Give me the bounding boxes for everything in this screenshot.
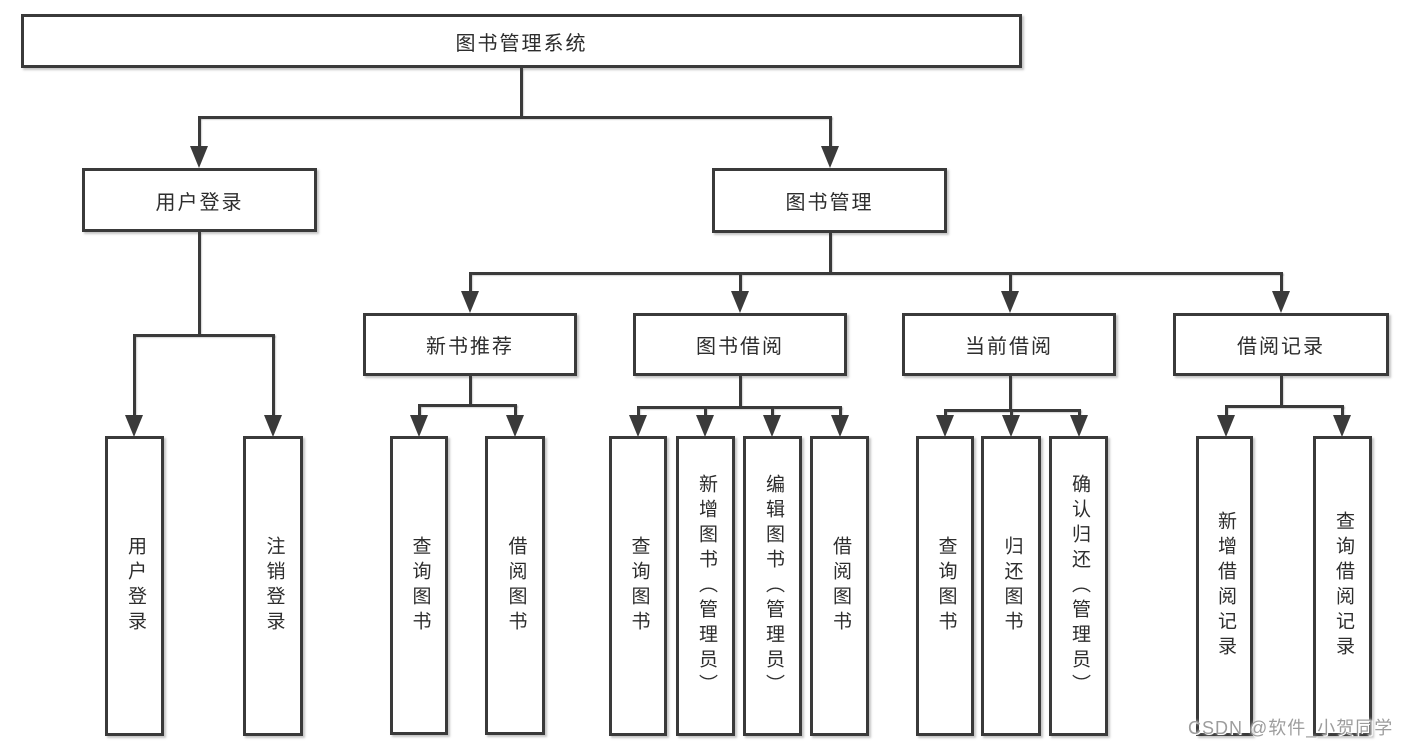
leaf-query-books-a: 查询图书 xyxy=(390,436,448,735)
arrow-down-icon xyxy=(1001,291,1019,313)
connector-arrow-shaft xyxy=(271,335,275,421)
leaf-query-books-b-label: 查询图书 xyxy=(628,536,650,636)
leaf-add-borrow-record: 新增借阅记录 xyxy=(1196,436,1253,736)
connector-arrow-shaft xyxy=(636,407,640,421)
arrow-down-icon xyxy=(264,415,282,437)
connector-line xyxy=(1008,376,1012,410)
connector-arrow-shaft xyxy=(828,117,832,152)
connector-line xyxy=(1279,376,1283,406)
arrow-down-icon xyxy=(696,415,714,437)
leaf-logout-login-label: 注销登录 xyxy=(263,536,285,636)
arrow-down-icon xyxy=(125,415,143,437)
node-book-management-label: 图书管理 xyxy=(785,192,874,214)
leaf-return-books-label: 归还图书 xyxy=(1001,536,1023,636)
node-borrow-records-label: 借阅记录 xyxy=(1237,336,1325,358)
leaf-edit-books-label: 编辑图书（管理员） xyxy=(762,473,784,699)
leaf-query-books-c: 查询图书 xyxy=(916,436,974,736)
arrow-down-icon xyxy=(763,415,781,437)
leaf-query-books-a-label: 查询图书 xyxy=(409,535,431,636)
arrow-down-icon xyxy=(831,415,849,437)
connector-line xyxy=(1224,404,1344,408)
leaf-add-books-label: 新增图书（管理员） xyxy=(695,473,717,699)
leaf-borrow-books-b-label: 借阅图书 xyxy=(829,536,851,636)
leaf-query-borrow-record: 查询借阅记录 xyxy=(1313,436,1372,736)
node-user-login-label: 用户登录 xyxy=(155,191,244,214)
node-book-borrow-label: 图书借阅 xyxy=(696,336,784,358)
arrow-down-icon xyxy=(936,415,954,437)
node-root-label: 图书管理系统 xyxy=(455,32,588,55)
connector-line xyxy=(738,376,742,407)
leaf-add-books: 新增图书（管理员） xyxy=(676,436,735,736)
node-new-book-recommend: 新书推荐 xyxy=(363,313,577,376)
csdn-watermark: CSDN @软件_小贺同学 xyxy=(1188,718,1394,738)
connector-arrow-shaft xyxy=(738,273,742,297)
leaf-query-borrow-record-label: 查询借阅记录 xyxy=(1332,511,1354,661)
connector-arrow-shaft xyxy=(1008,273,1012,297)
connector-line xyxy=(468,271,1283,275)
arrow-down-icon xyxy=(731,291,749,313)
connector-arrow-shaft xyxy=(838,407,842,421)
arrow-down-icon xyxy=(629,415,647,437)
arrow-down-icon xyxy=(410,415,428,437)
arrow-down-icon xyxy=(506,415,524,437)
node-book-borrow: 图书借阅 xyxy=(633,313,847,376)
leaf-return-books: 归还图书 xyxy=(981,436,1041,736)
connector-line xyxy=(417,403,517,407)
leaf-borrow-books-a: 借阅图书 xyxy=(485,436,545,735)
connector-line xyxy=(468,376,472,405)
leaf-add-borrow-record-label: 新增借阅记录 xyxy=(1214,511,1236,661)
connector-arrow-shaft xyxy=(1279,273,1283,297)
leaf-edit-books: 编辑图书（管理员） xyxy=(743,436,802,736)
connector-arrow-shaft xyxy=(513,405,517,421)
arrow-down-icon xyxy=(1333,415,1351,437)
connector-arrow-shaft xyxy=(468,273,472,297)
node-new-book-recommend-label: 新书推荐 xyxy=(426,336,514,358)
arrow-down-icon xyxy=(190,146,208,168)
connector-arrow-shaft xyxy=(770,407,774,421)
node-user-login: 用户登录 xyxy=(82,168,317,232)
connector-line xyxy=(197,232,201,335)
leaf-logout-login: 注销登录 xyxy=(243,436,303,736)
connector-line xyxy=(197,115,832,119)
leaf-user-login-label: 用户登录 xyxy=(124,536,146,636)
connector-arrow-shaft xyxy=(417,405,421,421)
leaf-borrow-books-b: 借阅图书 xyxy=(810,436,869,736)
connector-line xyxy=(828,233,832,273)
connector-line xyxy=(519,68,523,117)
leaf-confirm-return: 确认归还（管理员） xyxy=(1049,436,1108,736)
arrow-down-icon xyxy=(821,146,839,168)
connector-arrow-shaft xyxy=(197,117,201,152)
leaf-user-login: 用户登录 xyxy=(105,436,164,736)
leaf-confirm-return-label: 确认归还（管理员） xyxy=(1068,473,1090,699)
leaf-query-books-c-label: 查询图书 xyxy=(935,536,957,636)
node-root: 图书管理系统 xyxy=(21,14,1022,68)
leaf-query-books-b: 查询图书 xyxy=(609,436,667,736)
leaf-borrow-books-a-label: 借阅图书 xyxy=(505,535,527,636)
arrow-down-icon xyxy=(1217,415,1235,437)
node-current-borrow-label: 当前借阅 xyxy=(965,336,1053,358)
connector-line xyxy=(132,333,275,337)
node-book-management: 图书管理 xyxy=(712,168,947,233)
connector-arrow-shaft xyxy=(1340,406,1344,421)
arrow-down-icon xyxy=(1272,291,1290,313)
connector-arrow-shaft xyxy=(1224,406,1228,421)
connector-arrow-shaft xyxy=(132,335,136,421)
arrow-down-icon xyxy=(1002,415,1020,437)
arrow-down-icon xyxy=(1070,415,1088,437)
arrow-down-icon xyxy=(461,291,479,313)
connector-arrow-shaft xyxy=(703,407,707,421)
node-current-borrow: 当前借阅 xyxy=(902,313,1116,376)
connector-line xyxy=(636,405,842,409)
node-borrow-records: 借阅记录 xyxy=(1173,313,1389,376)
